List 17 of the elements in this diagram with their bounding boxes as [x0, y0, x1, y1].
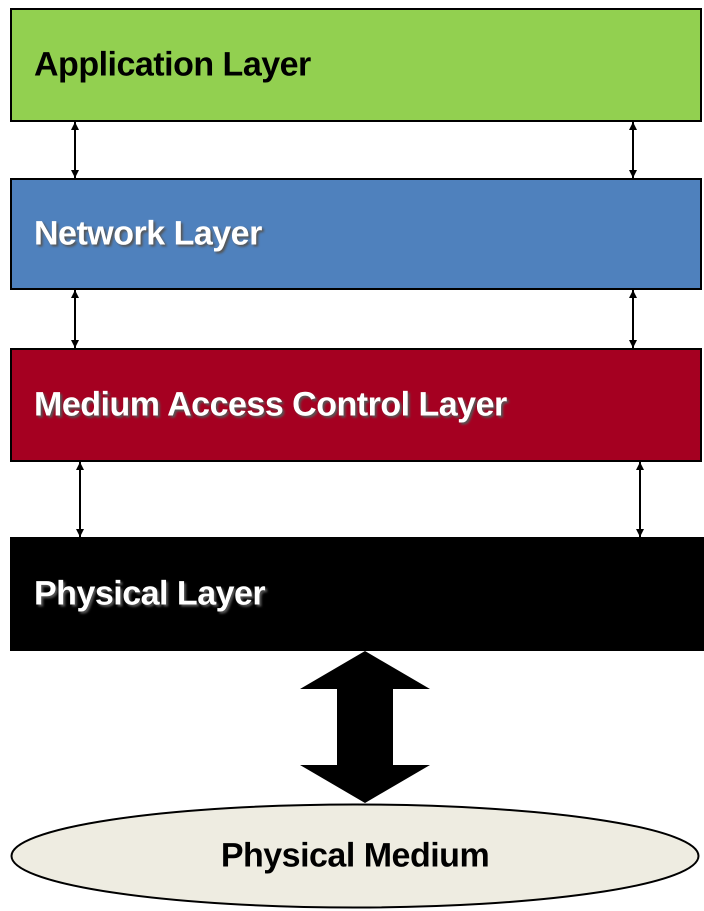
layer-box — [10, 178, 702, 290]
layer-label: Medium Access Control Layer — [34, 386, 507, 424]
layer-box — [10, 537, 704, 651]
arrow — [71, 122, 79, 178]
arrow — [629, 122, 637, 178]
layer-box — [10, 348, 702, 462]
arrow — [76, 462, 84, 537]
arrow — [629, 290, 637, 348]
layer-box — [10, 8, 702, 122]
layer-label: Physical Medium — [220, 836, 490, 876]
layer-label: Physical Layer — [34, 574, 266, 614]
double-arrow — [300, 651, 430, 803]
layer-label: Application Layer — [34, 46, 311, 84]
medium-ellipse — [10, 803, 700, 909]
arrow — [636, 462, 644, 537]
layer-label: Network Layer — [34, 214, 262, 254]
arrow — [71, 290, 79, 348]
